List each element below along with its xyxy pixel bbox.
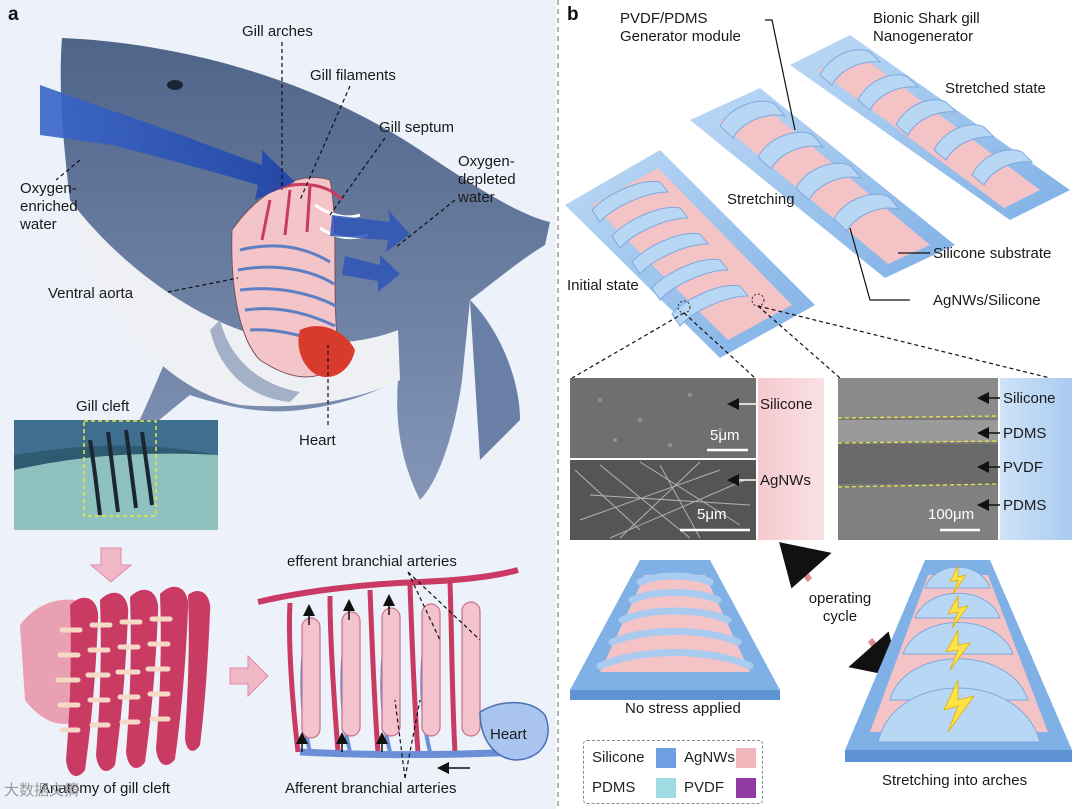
label-pvdf-module: PVDF/PDMS Generator module xyxy=(620,10,741,45)
device-stretched xyxy=(790,35,1070,220)
legend-label-pdms: PDMS xyxy=(592,779,636,796)
label-silicone-substrate: Silicone substrate xyxy=(933,245,1052,262)
sem-left-agnws: AgNWs xyxy=(760,472,811,489)
branchial-arteries-schematic xyxy=(257,567,549,761)
label-bionic-nanogenerator: Bionic Shark gill Nanogenerator xyxy=(873,10,980,45)
panel-label-b: b xyxy=(567,4,579,25)
label-agnws-silicone: AgNWs/Silicone xyxy=(933,292,1041,309)
label-anatomy-gill-cleft: Anatomy of gill cleft xyxy=(40,780,171,797)
panel-a-callouts xyxy=(55,42,456,425)
water-flow-arrows xyxy=(40,85,410,292)
device-stretching xyxy=(690,88,955,278)
label-efferent-arteries: efferent branchial arteries xyxy=(287,553,457,570)
label-stretched-state: Stretched state xyxy=(945,80,1046,97)
down-arrow xyxy=(89,547,133,583)
legend-swatch-pdms xyxy=(656,778,676,798)
legend-label-silicone: Silicone xyxy=(592,749,645,766)
sem-left-silicone: Silicone xyxy=(760,396,813,413)
gill-cleft-photo xyxy=(14,420,218,530)
sem-right-pdms-2: PDMS xyxy=(1003,497,1047,514)
sem-right-scale: 100μm xyxy=(928,506,975,523)
label-heart: Heart xyxy=(299,432,336,449)
legend-swatch-agnws xyxy=(736,748,756,768)
artery-callouts xyxy=(394,571,481,779)
legend-label-agnws: AgNWs xyxy=(684,749,735,766)
label-ventral-aorta: Ventral aorta xyxy=(48,285,134,302)
label-operating-cycle: operating cycle xyxy=(808,590,872,625)
label-no-stress: No stress applied xyxy=(625,700,741,717)
legend-swatch-silicone xyxy=(656,748,676,768)
sem-left-scale-2: 5μm xyxy=(697,506,727,523)
label-stretching: Stretching xyxy=(727,191,795,208)
device-arched xyxy=(845,560,1072,762)
panel-b-callouts xyxy=(571,19,1051,379)
sem-right xyxy=(837,378,1072,540)
device-initial xyxy=(565,150,815,358)
label-afferent-arteries: Afferent branchial arteries xyxy=(285,780,457,797)
label-stretching-arches: Stretching into arches xyxy=(882,772,1028,789)
label-initial-state: Initial state xyxy=(567,277,639,294)
sem-right-silicone: Silicone xyxy=(1003,390,1056,407)
sem-left xyxy=(570,378,824,540)
label-gill-arches: Gill arches xyxy=(242,23,313,40)
legend-swatch-pvdf xyxy=(736,778,756,798)
label-gill-septum: Gill septum xyxy=(379,119,455,136)
sem-right-pdms-1: PDMS xyxy=(1003,425,1047,442)
right-arrow xyxy=(229,654,269,698)
sem-left-scale-1: 5μm xyxy=(710,427,740,444)
flow-arrows xyxy=(296,594,470,774)
label-oxygen-enriched: Oxygen-enriched water xyxy=(20,180,78,233)
label-gill-cleft: Gill cleft xyxy=(76,398,130,415)
legend: Silicone AgNWs PDMS PVDF xyxy=(583,740,763,804)
operating-cycle-arrows xyxy=(779,542,901,678)
watermark: 大数据文摘 xyxy=(4,782,80,799)
legend-label-pvdf: PVDF xyxy=(684,779,725,796)
gill-cleft-anatomy xyxy=(20,586,211,776)
label-heart-schematic: Heart xyxy=(490,726,527,743)
sem-right-pvdf: PVDF xyxy=(1003,459,1044,476)
label-gill-filaments: Gill filaments xyxy=(310,67,396,84)
device-no-stress xyxy=(570,560,780,700)
label-oxygen-depleted: Oxygen-depleted water xyxy=(458,153,516,206)
panel-label-a: a xyxy=(8,4,19,25)
